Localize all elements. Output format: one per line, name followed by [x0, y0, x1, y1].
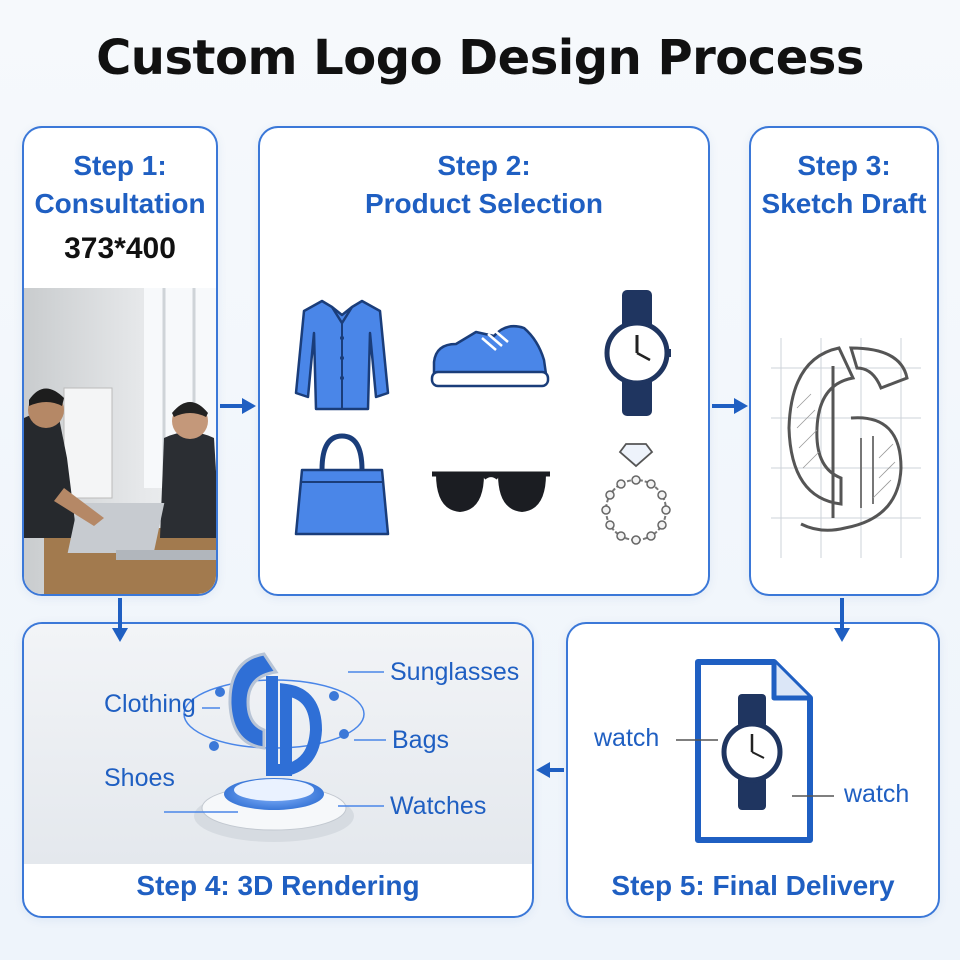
- step-1-name: Consultation: [34, 188, 206, 219]
- image-dimension: 373*400: [64, 232, 176, 265]
- step-1-label: Step 1:: [73, 150, 167, 181]
- step-4-title: Step 4: 3D Rendering: [136, 870, 420, 901]
- label-watch-left: watch: [594, 724, 660, 752]
- step-2-label: Step 2:: [437, 150, 531, 181]
- shirt-icon: [294, 299, 390, 411]
- label-bags: Bags: [392, 726, 449, 754]
- ring-icon: [601, 443, 671, 545]
- sketch-logo: [771, 338, 921, 558]
- step-3-label: Step 3:: [797, 150, 891, 181]
- label-watches: Watches: [390, 792, 487, 820]
- delivery-callouts: [676, 739, 834, 797]
- label-sunglasses: Sunglasses: [390, 658, 520, 686]
- step-2-card: Step 2: Product Selection: [258, 126, 710, 596]
- step-5-card: watch watch Step 5: Final Delivery: [566, 622, 940, 918]
- handbag-icon: [294, 433, 390, 536]
- step-1-card: Step 1: Consultation 373*400: [22, 126, 218, 596]
- step-5-title: Step 5: Final Delivery: [611, 870, 895, 901]
- step-3-name: Sketch Draft: [761, 188, 927, 219]
- step-4-card: Clothing Shoes Sunglasses Bags Watches S…: [22, 622, 534, 918]
- watch-icon: [604, 290, 671, 416]
- label-shoes: Shoes: [104, 764, 175, 792]
- step-3-card: Step 3: Sketch Draft: [749, 126, 939, 596]
- label-clothing: Clothing: [104, 690, 196, 718]
- delivery-document: [695, 659, 813, 843]
- page-title: Custom Logo Design Process: [96, 30, 864, 86]
- sunglasses-icon: [432, 471, 550, 512]
- consultation-photo: [24, 288, 216, 594]
- step-2-name: Product Selection: [364, 188, 604, 219]
- sneaker-icon: [430, 325, 550, 388]
- label-watch-right: watch: [844, 780, 910, 808]
- render-scene: [24, 624, 532, 864]
